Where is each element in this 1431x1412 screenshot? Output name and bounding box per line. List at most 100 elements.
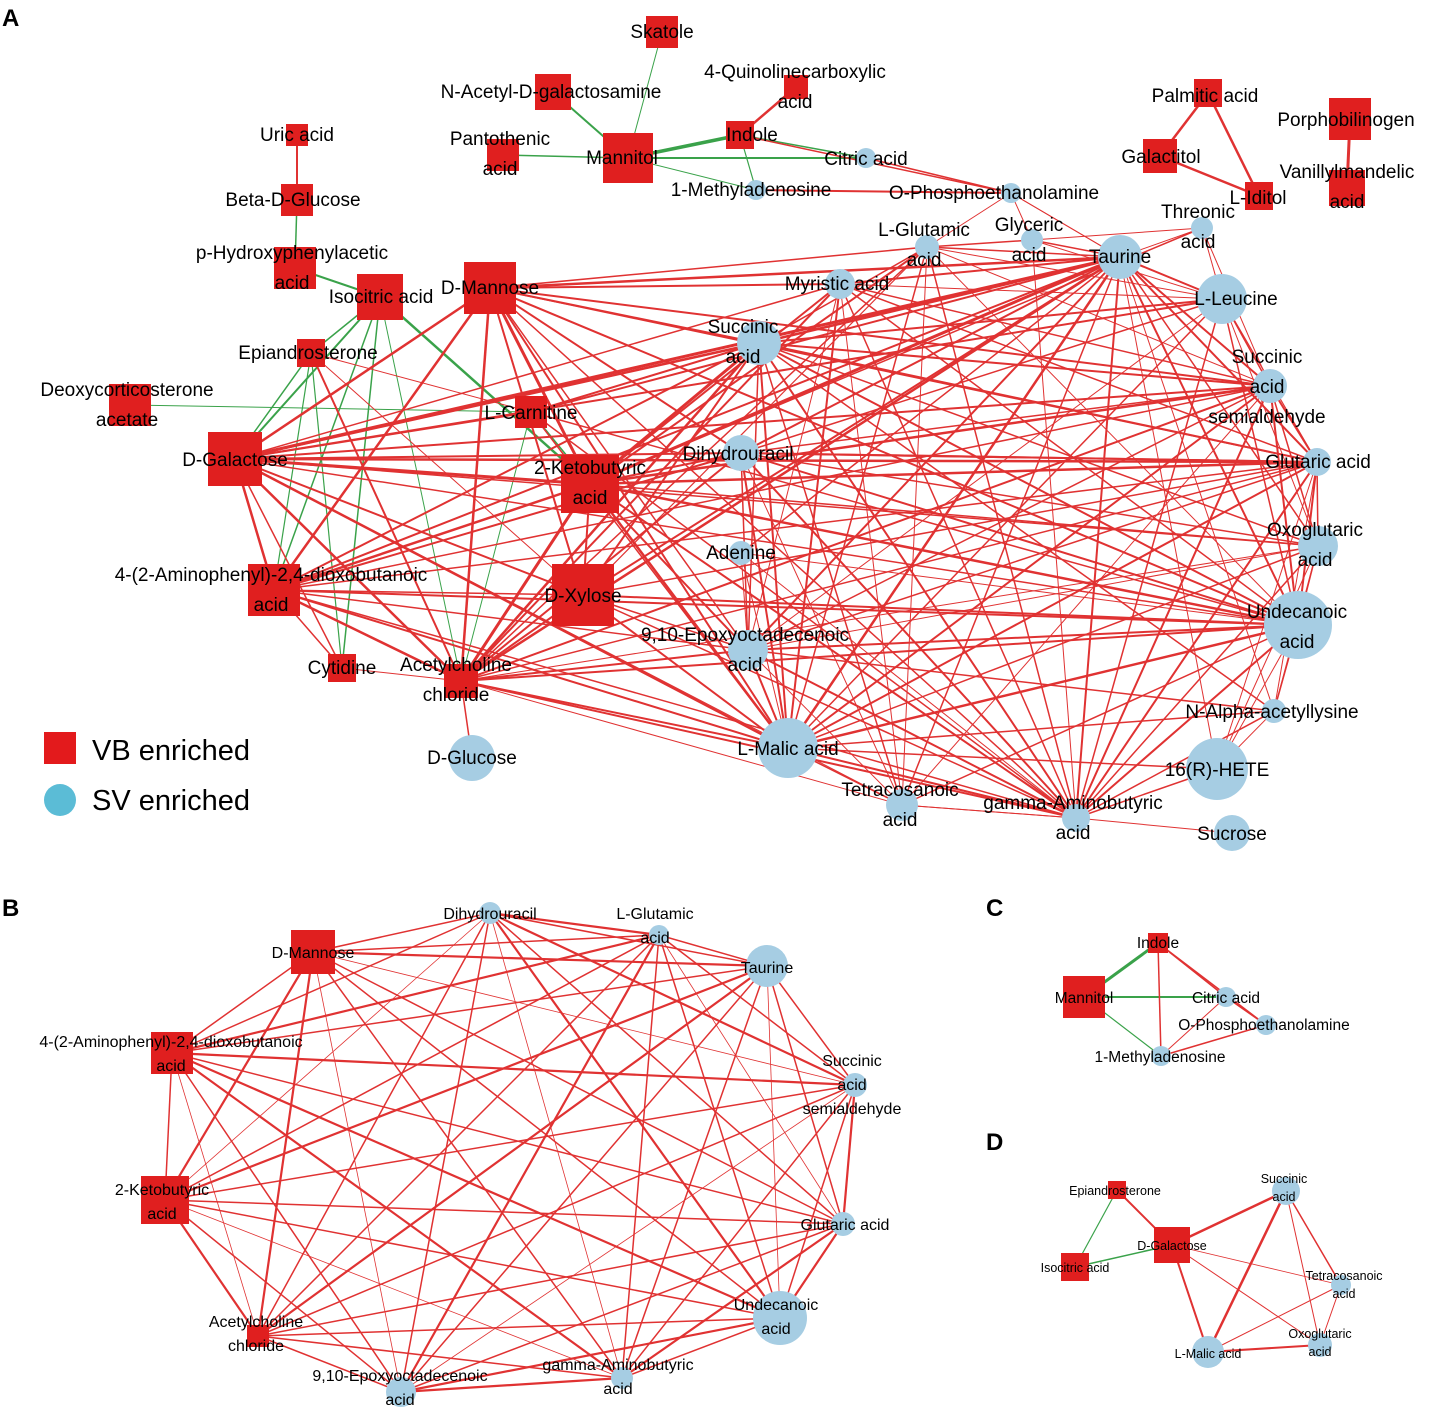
edge-a-dmannose-lglut (489, 246, 928, 289)
edge-b-taurine-succsemi (766, 965, 856, 1086)
edge-b-undec-achol (257, 1317, 781, 1337)
vb-node-marker (444, 664, 478, 698)
edge-b-lglut-gaba (621, 934, 660, 1379)
sv-node-marker (1021, 229, 1043, 251)
edge-b-amino-achol (171, 1052, 259, 1337)
node-label: L-Carnitine (485, 403, 578, 424)
node-label: 1-Methyladenosine (1095, 1049, 1226, 1066)
edge-a-undec-adenine (740, 552, 1299, 626)
sv-node-marker (1197, 274, 1247, 324)
node-label: Deoxycorticosterone (40, 380, 213, 401)
edge-a-glutaric-lmalic (787, 461, 1318, 749)
edge-a-amino-lmalic (273, 589, 789, 749)
sv-node-marker (1151, 1046, 1171, 1066)
legend-sv-swatch (44, 784, 76, 816)
edge-b-ketobut-epoxy (164, 1199, 402, 1393)
vb-node-marker (1329, 170, 1365, 206)
node-label: L-Iditol (1229, 188, 1286, 209)
edge-b-amino-gaba (171, 1052, 623, 1379)
node-c-o-phosphoethanolamine: O-Phosphoethanolamine (1178, 1015, 1350, 1035)
sv-node-marker (729, 541, 753, 565)
edge-b-dmannose-amino (171, 951, 314, 1054)
legend-sv-label: SV enriched (92, 785, 250, 817)
edge-a-ketobut-amino (273, 482, 591, 592)
node-label: D-Mannose (441, 278, 539, 299)
node-label: Oxoglutaric (1288, 1327, 1351, 1341)
node-d-epiandrosterone: Epiandrosterone (1069, 1181, 1161, 1199)
vb-node-marker (1063, 976, 1105, 1018)
edge-c-methylad-ophos (1160, 1024, 1267, 1057)
node-label: 2-Ketobutyric (115, 1182, 209, 1199)
node-label: Undecanoic (734, 1297, 819, 1314)
node-a-l-leucine: L-Leucine (1194, 274, 1278, 324)
node-label: D-Glucose (427, 748, 517, 769)
edge-a-myristic-tetra (839, 283, 903, 806)
edge-b-amino-epoxy (171, 1052, 402, 1393)
node-label: Threonic (1161, 202, 1235, 223)
node-a-palmitic-acid: Palmitic acid (1152, 79, 1258, 107)
sv-node-marker (611, 1367, 633, 1389)
sv-node-marker (1216, 987, 1236, 1007)
node-a-skatole: Skatole (630, 16, 694, 48)
node-a-d-xylose: D-Xylose (544, 564, 622, 626)
node-label: Glyceric (995, 215, 1064, 236)
edge-b-amino-succsemi (171, 1051, 856, 1087)
node-label: L-Glutamic (616, 906, 693, 923)
edge-b-succsemi-undec (779, 1084, 856, 1319)
sv-node-marker (449, 735, 495, 781)
vb-node-marker (141, 1176, 189, 1224)
edge-a-taurine-succsemi (1119, 256, 1271, 387)
sv-node-marker (753, 1291, 807, 1345)
edge-a-xylose-lmalic (582, 594, 789, 749)
edge-a-lglut-succsemi (926, 246, 1271, 387)
sv-node-marker (1264, 591, 1332, 659)
edge-a-oxoglut-epoxy (747, 545, 1319, 651)
vb-node-marker (151, 1032, 193, 1074)
edge-a-lcarn-dgal (234, 411, 532, 460)
node-label: Glutaric acid (801, 1217, 890, 1234)
node-a-uric-acid: Uric acid (260, 124, 334, 146)
node-label: Succinic (1232, 347, 1303, 368)
edge-a-dihydro-gaba (740, 452, 1077, 819)
edge-a-lglut-lleucine (926, 246, 1223, 300)
node-label: Porphobilinogen (1277, 110, 1414, 131)
edge-b-lglut-succsemi (658, 934, 856, 1086)
node-label: acetate (96, 410, 158, 431)
vb-node-marker (515, 396, 547, 428)
edge-a-dmannose-succsemi (489, 287, 1271, 387)
node-label: Sucrose (1197, 824, 1267, 845)
node-label: L-Malic acid (1175, 1347, 1242, 1361)
node-label: acid (837, 1077, 866, 1094)
edge-a-dmannose-ketobut (488, 287, 592, 485)
edge-a-dihydro-glutaric (740, 452, 1318, 463)
vb-node-marker (291, 930, 335, 974)
vb-node-marker (1194, 79, 1222, 107)
vb-node-marker (286, 124, 308, 146)
edge-a-dihydro-oxoglut (740, 452, 1319, 547)
node-label: acid (728, 655, 763, 676)
edge-a-deoxy-lcarn (129, 404, 532, 413)
edge-a-isocitric-achol (379, 296, 462, 682)
edge-b-dmannose-succsemi (312, 951, 856, 1086)
edge-a-lcarn-taurine (530, 256, 1121, 413)
node-a-o-phosphoethanolamine: O-Phosphoethanolamine (889, 183, 1099, 204)
node-c-citric-acid: Citric acid (1192, 987, 1260, 1007)
node-a-myristic-acid: Myristic acid (785, 269, 889, 299)
node-label: Succinic (1261, 1172, 1308, 1186)
node-label: semialdehyde (1208, 407, 1325, 428)
edge-b-succsemi-glutaric (841, 1084, 857, 1225)
edge-b-glutaric-gaba (621, 1223, 844, 1379)
vb-node-marker (1329, 98, 1371, 140)
edge-a-indole-ophos (739, 134, 1012, 194)
node-label: Dihydrouracil (683, 444, 794, 465)
edge-b-glutaric-epoxy (400, 1223, 844, 1393)
node-label: Beta-D-Glucose (225, 190, 360, 211)
node-label: acid (1012, 245, 1047, 266)
node-label: Succinic (708, 317, 779, 338)
node-label: Citric acid (1192, 990, 1260, 1007)
